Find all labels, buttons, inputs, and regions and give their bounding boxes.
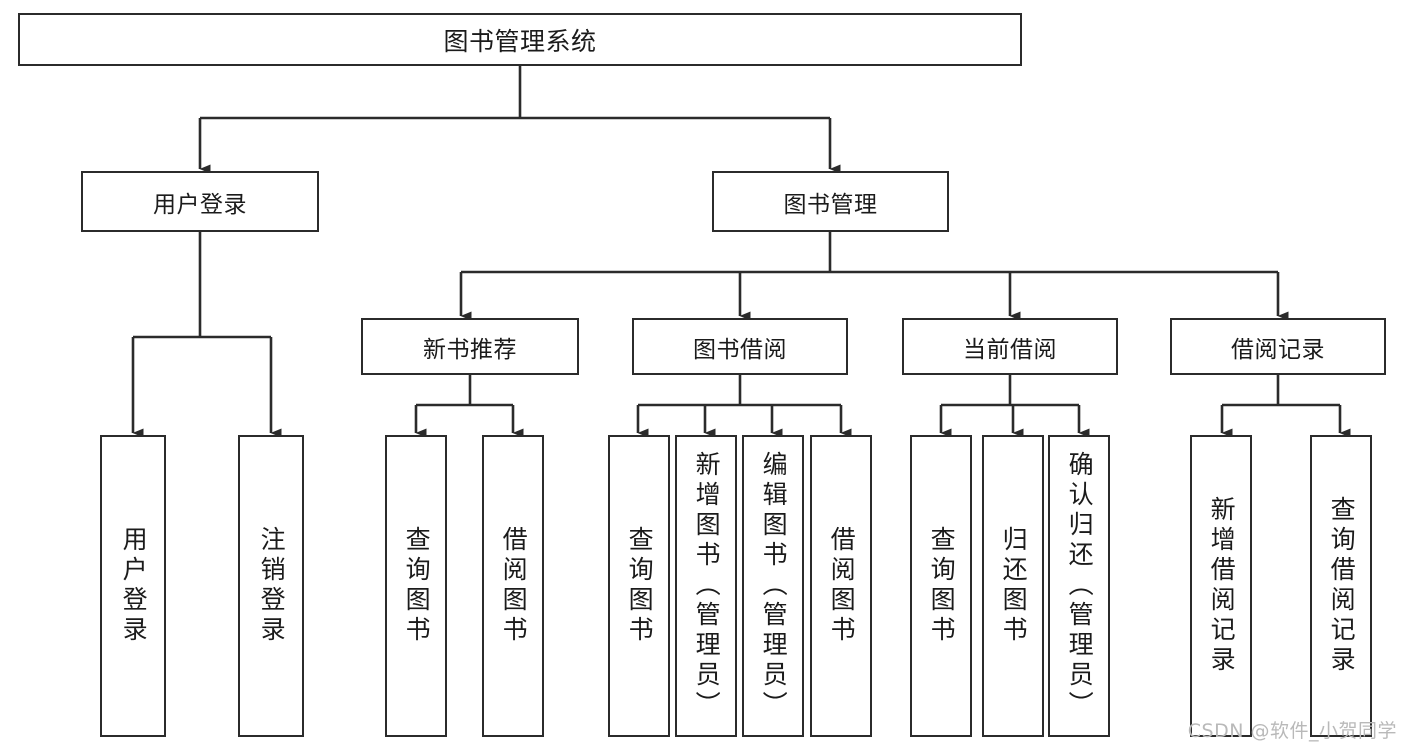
node-current-borrow[interactable]: 当前借阅 [902,318,1118,375]
node-label: 借阅图书 [827,526,857,646]
node-label: 查询图书 [402,526,432,646]
node-label: 注销登录 [257,526,287,646]
node-book-borrow[interactable]: 图书借阅 [632,318,848,375]
node-label: 查询图书 [625,526,655,646]
node-label: 用户登录 [153,191,247,218]
node-user-login[interactable]: 用户登录 [81,171,319,232]
node-label: 新增图书（管理员） [692,451,722,721]
leaf-new-book-query-book[interactable]: 查询图书 [385,435,447,737]
node-label: 图书管理 [783,191,878,218]
leaf-user-login[interactable]: 用户登录 [100,435,166,737]
watermark: CSDN @软件_小贺同学 [1187,720,1397,742]
node-label: 用户登录 [119,526,149,646]
node-label: 当前借阅 [963,336,1057,363]
node-label: 借阅图书 [499,526,529,646]
leaf-current-query-book[interactable]: 查询图书 [910,435,972,737]
node-label: 确认归还（管理员） [1065,451,1095,721]
node-label: 新书推荐 [423,336,517,363]
leaf-logout[interactable]: 注销登录 [238,435,304,737]
leaf-record-query-borrow-record[interactable]: 查询借阅记录 [1310,435,1372,737]
node-label: 图书管理系统 [443,26,597,56]
leaf-current-confirm-return-admin[interactable]: 确认归还（管理员） [1048,435,1110,737]
leaf-borrow-add-book-admin[interactable]: 新增图书（管理员） [675,435,737,737]
leaf-current-return-book[interactable]: 归还图书 [982,435,1044,737]
node-root-book-management-system[interactable]: 图书管理系统 [18,13,1022,66]
node-label: 借阅记录 [1231,336,1325,363]
node-borrow-record[interactable]: 借阅记录 [1170,318,1386,375]
node-label: 编辑图书（管理员） [759,451,789,721]
leaf-borrow-edit-book-admin[interactable]: 编辑图书（管理员） [742,435,804,737]
node-label: 查询图书 [927,526,957,646]
leaf-new-book-borrow-book[interactable]: 借阅图书 [482,435,544,737]
node-label: 归还图书 [999,526,1029,646]
node-label: 新增借阅记录 [1207,496,1237,676]
node-book-management[interactable]: 图书管理 [712,171,949,232]
leaf-record-add-borrow-record[interactable]: 新增借阅记录 [1190,435,1252,737]
node-label: 图书借阅 [693,336,787,363]
node-label: 查询借阅记录 [1327,496,1357,676]
leaf-borrow-borrow-book[interactable]: 借阅图书 [810,435,872,737]
leaf-borrow-query-book[interactable]: 查询图书 [608,435,670,737]
node-new-book-recommend[interactable]: 新书推荐 [361,318,579,375]
